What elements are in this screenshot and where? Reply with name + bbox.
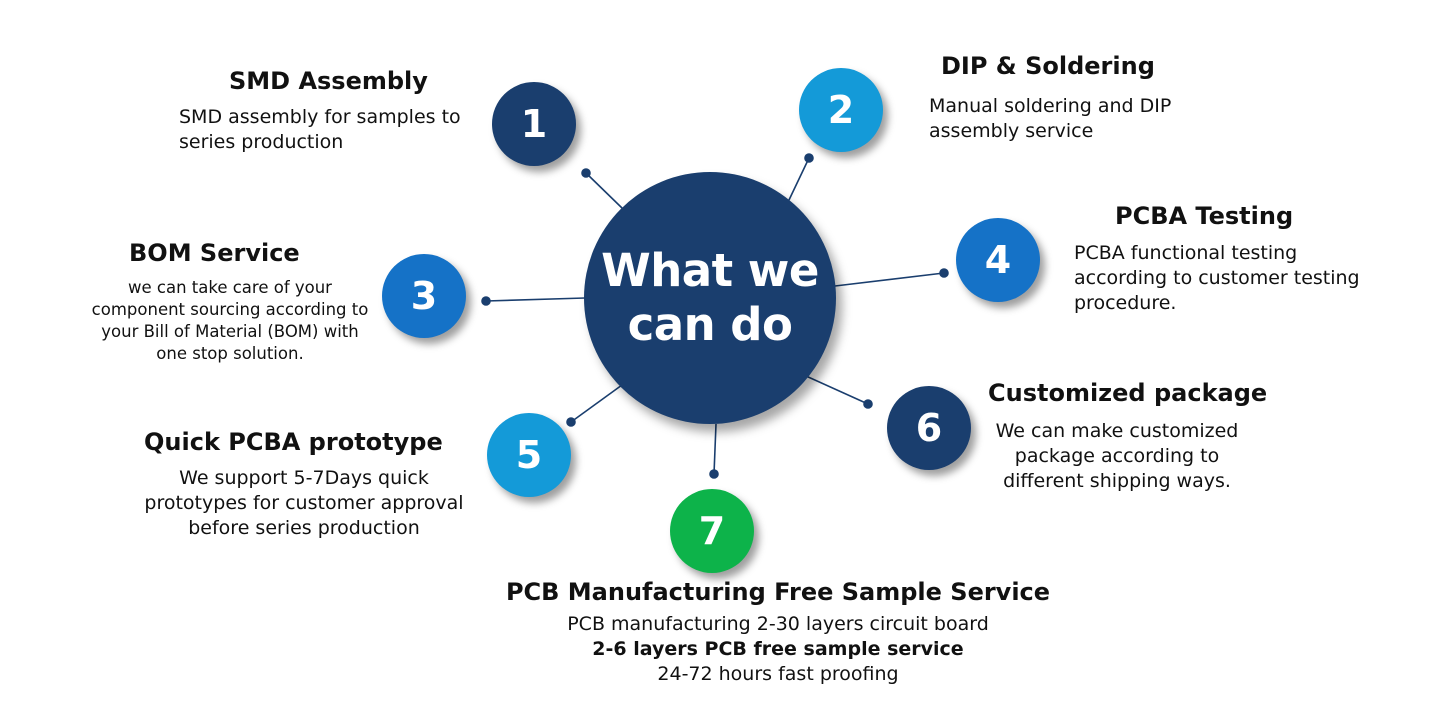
connector-dot-3: [481, 296, 491, 306]
connector-dot-7: [709, 469, 719, 479]
connector-1: [585, 172, 623, 209]
hub-title: What we can do: [601, 244, 819, 351]
service-desc-line: prototypes for customer approval: [144, 492, 464, 514]
service-number-4-badge: 4: [956, 218, 1040, 302]
service-desc-pcb-manufacturing: PCB manufacturing 2-30 layers circuit bo…: [478, 612, 1078, 687]
service-desc-line: package according to: [1014, 445, 1220, 467]
service-number-1: 1: [520, 102, 548, 146]
connector-4: [834, 272, 945, 287]
service-desc-line: your Bill of Material (BOM) with: [101, 322, 359, 341]
service-title-bom-service: BOM Service: [129, 239, 300, 267]
service-number-7: 7: [698, 509, 726, 553]
connector-7: [713, 423, 717, 475]
service-title-customized-package: Customized package: [988, 379, 1268, 407]
service-desc-line: component sourcing according to: [91, 300, 369, 319]
service-title-smd-assembly: SMD Assembly: [229, 67, 428, 95]
service-desc-line: series production: [179, 131, 344, 153]
service-desc-line: before series production: [188, 517, 420, 539]
connector-5: [570, 384, 623, 423]
service-number-4: 4: [984, 238, 1012, 282]
service-title-dip-soldering: DIP & Soldering: [941, 52, 1155, 80]
service-desc-customized-package: We can make customized package according…: [980, 419, 1254, 494]
service-number-2-badge: 2: [799, 68, 883, 152]
service-desc-dip-soldering: Manual soldering and DIP assembly servic…: [929, 94, 1171, 144]
service-number-5-badge: 5: [487, 413, 571, 497]
connector-6: [805, 375, 869, 405]
service-desc-line: 24-72 hours fast proofing: [657, 663, 899, 685]
service-number-7-badge: 7: [670, 489, 754, 573]
service-title-pcba-testing: PCBA Testing: [1115, 202, 1294, 230]
service-desc-line: assembly service: [929, 120, 1094, 142]
connector-dot-2: [804, 153, 814, 163]
service-number-6: 6: [915, 406, 943, 450]
service-number-5: 5: [515, 433, 543, 477]
service-desc-line: one stop solution.: [156, 344, 304, 363]
connector-3: [485, 297, 586, 302]
service-desc-pcba-testing: PCBA functional testing according to cus…: [1074, 241, 1360, 316]
connector-dot-4: [939, 268, 949, 278]
service-title-quick-pcba-prototype: Quick PCBA prototype: [144, 428, 443, 456]
service-desc-quick-pcba-prototype: We support 5-7Days quick prototypes for …: [126, 466, 482, 541]
service-desc-line: different shipping ways.: [1003, 470, 1231, 492]
service-number-2: 2: [827, 88, 855, 132]
hub-circle: What we can do: [584, 172, 836, 424]
service-desc-line-highlight: 2-6 layers PCB free sample service: [592, 638, 964, 660]
service-number-3-badge: 3: [382, 254, 466, 338]
service-desc-line: We support 5-7Days quick: [179, 467, 429, 489]
service-desc-smd-assembly: SMD assembly for samples to series produ…: [179, 105, 461, 155]
service-desc-line: according to customer testing: [1074, 267, 1360, 289]
service-desc-bom-service: we can take care of your component sourc…: [82, 277, 378, 365]
service-desc-line: We can make customized: [995, 420, 1239, 442]
service-desc-line: procedure.: [1074, 292, 1177, 314]
service-number-3: 3: [410, 274, 438, 318]
service-desc-line: PCB manufacturing 2-30 layers circuit bo…: [567, 613, 989, 635]
service-title-pcb-manufacturing: PCB Manufacturing Free Sample Service: [505, 578, 1051, 606]
service-desc-line: Manual soldering and DIP: [929, 95, 1172, 117]
service-number-6-badge: 6: [887, 386, 971, 470]
connector-dot-6: [863, 399, 873, 409]
connector-dot-1: [581, 168, 591, 178]
service-number-1-badge: 1: [492, 82, 576, 166]
connector-dot-5: [566, 417, 576, 427]
service-desc-line: SMD assembly for samples to: [179, 106, 461, 128]
service-desc-line: we can take care of your: [128, 278, 332, 297]
service-desc-line: PCBA functional testing: [1074, 242, 1298, 264]
connector-2: [788, 157, 810, 201]
